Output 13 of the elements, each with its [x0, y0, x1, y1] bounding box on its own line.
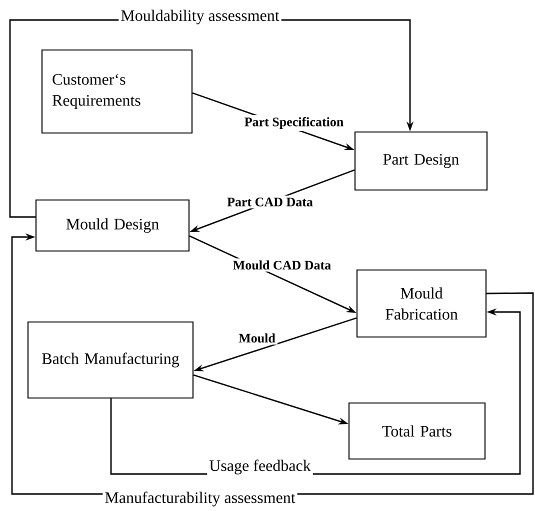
process-box: Total Parts — [348, 402, 486, 460]
process-box: Batch Manufacturing — [27, 321, 194, 399]
edge-label: Mould — [236, 331, 278, 345]
edge-label: Usage feedback — [207, 458, 313, 476]
edge-label: Mouldability assessment — [118, 8, 282, 26]
edge-label: Part CAD Data — [225, 196, 315, 208]
edge-label: Manufacturability assessment — [102, 490, 298, 508]
process-box: Part Design — [354, 131, 488, 191]
edge-label: Mould CAD Data — [230, 258, 334, 272]
edge-label: Part Specification — [242, 115, 346, 131]
process-box: Mould Fabrication — [356, 269, 487, 338]
process-box: Mould Design — [35, 199, 190, 252]
process-box: Customer‘s Requirements — [41, 49, 193, 134]
